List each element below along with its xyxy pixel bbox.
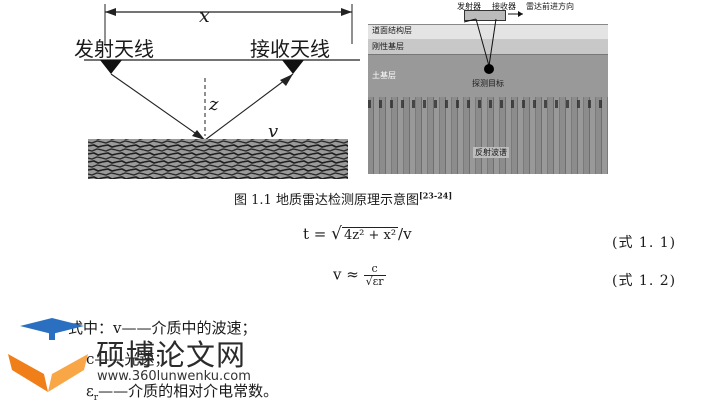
equation-2-number: (式 1. 2) xyxy=(612,273,677,289)
book-left-icon xyxy=(8,354,48,392)
transmit-antenna-icon xyxy=(100,60,122,74)
equation-2-numerator: c xyxy=(371,262,378,275)
book-right-icon xyxy=(48,354,88,392)
caption-ref: [23-24] xyxy=(418,190,453,201)
mortarboard-icon xyxy=(20,318,84,334)
watermark-url: www.360lunwenku.com xyxy=(97,369,251,384)
equation-2: v ≈ c √εr xyxy=(333,262,386,288)
definition-epsilon: εr——介质的相对介电常数。 xyxy=(86,382,279,403)
transmit-antenna-label: 发射天线 xyxy=(74,37,154,61)
transmitter-label: 发射器 xyxy=(457,2,481,11)
direction-label: 雷达前进方向 xyxy=(526,2,574,11)
definition-c: c——光速； xyxy=(86,350,170,368)
figure-caption: 图 1.1 地质雷达检测原理示意图[23-24] xyxy=(234,190,453,208)
reflection-profile xyxy=(368,97,608,174)
depth-label: z xyxy=(209,94,219,115)
target-dot-icon xyxy=(484,64,494,74)
watermark-title: 硕博论文网 xyxy=(96,338,247,372)
radar-principle-diagram xyxy=(84,4,360,179)
layer-label-surface: 道面结构层 xyxy=(372,26,412,35)
layer-rigid-base xyxy=(368,39,608,55)
reflected-ray xyxy=(204,73,294,141)
equation-1: t = √4z² + x²/v xyxy=(303,224,412,244)
distance-label: x xyxy=(199,5,210,27)
layer-label-soil: 土基层 xyxy=(372,71,396,80)
equation-2-denominator: √εr xyxy=(363,275,386,288)
equation-1-number: (式 1. 1) xyxy=(612,235,677,251)
receive-antenna-label: 接收天线 xyxy=(250,37,330,61)
subsurface-medium xyxy=(88,139,348,179)
antenna-box xyxy=(464,10,506,21)
layer-label-rigid: 刚性基层 xyxy=(372,42,404,51)
definition-v: 式中：v——介质中的波速； xyxy=(68,319,257,337)
target-label: 探测目标 xyxy=(472,79,504,88)
velocity-label: v xyxy=(268,121,279,142)
wave-label: 反射波谱 xyxy=(473,147,509,158)
receiver-label: 接收器 xyxy=(492,2,516,11)
incident-ray xyxy=(110,73,206,141)
watermark-logo xyxy=(8,318,88,392)
equation-1-radicand: 4z² + x² xyxy=(342,227,399,243)
gpr-section-figure: 发射器 接收器 雷达前进方向 道面结构层 刚性基层 土基层 探测目标 反射波谱 xyxy=(368,0,608,174)
receive-antenna-icon xyxy=(282,60,304,74)
